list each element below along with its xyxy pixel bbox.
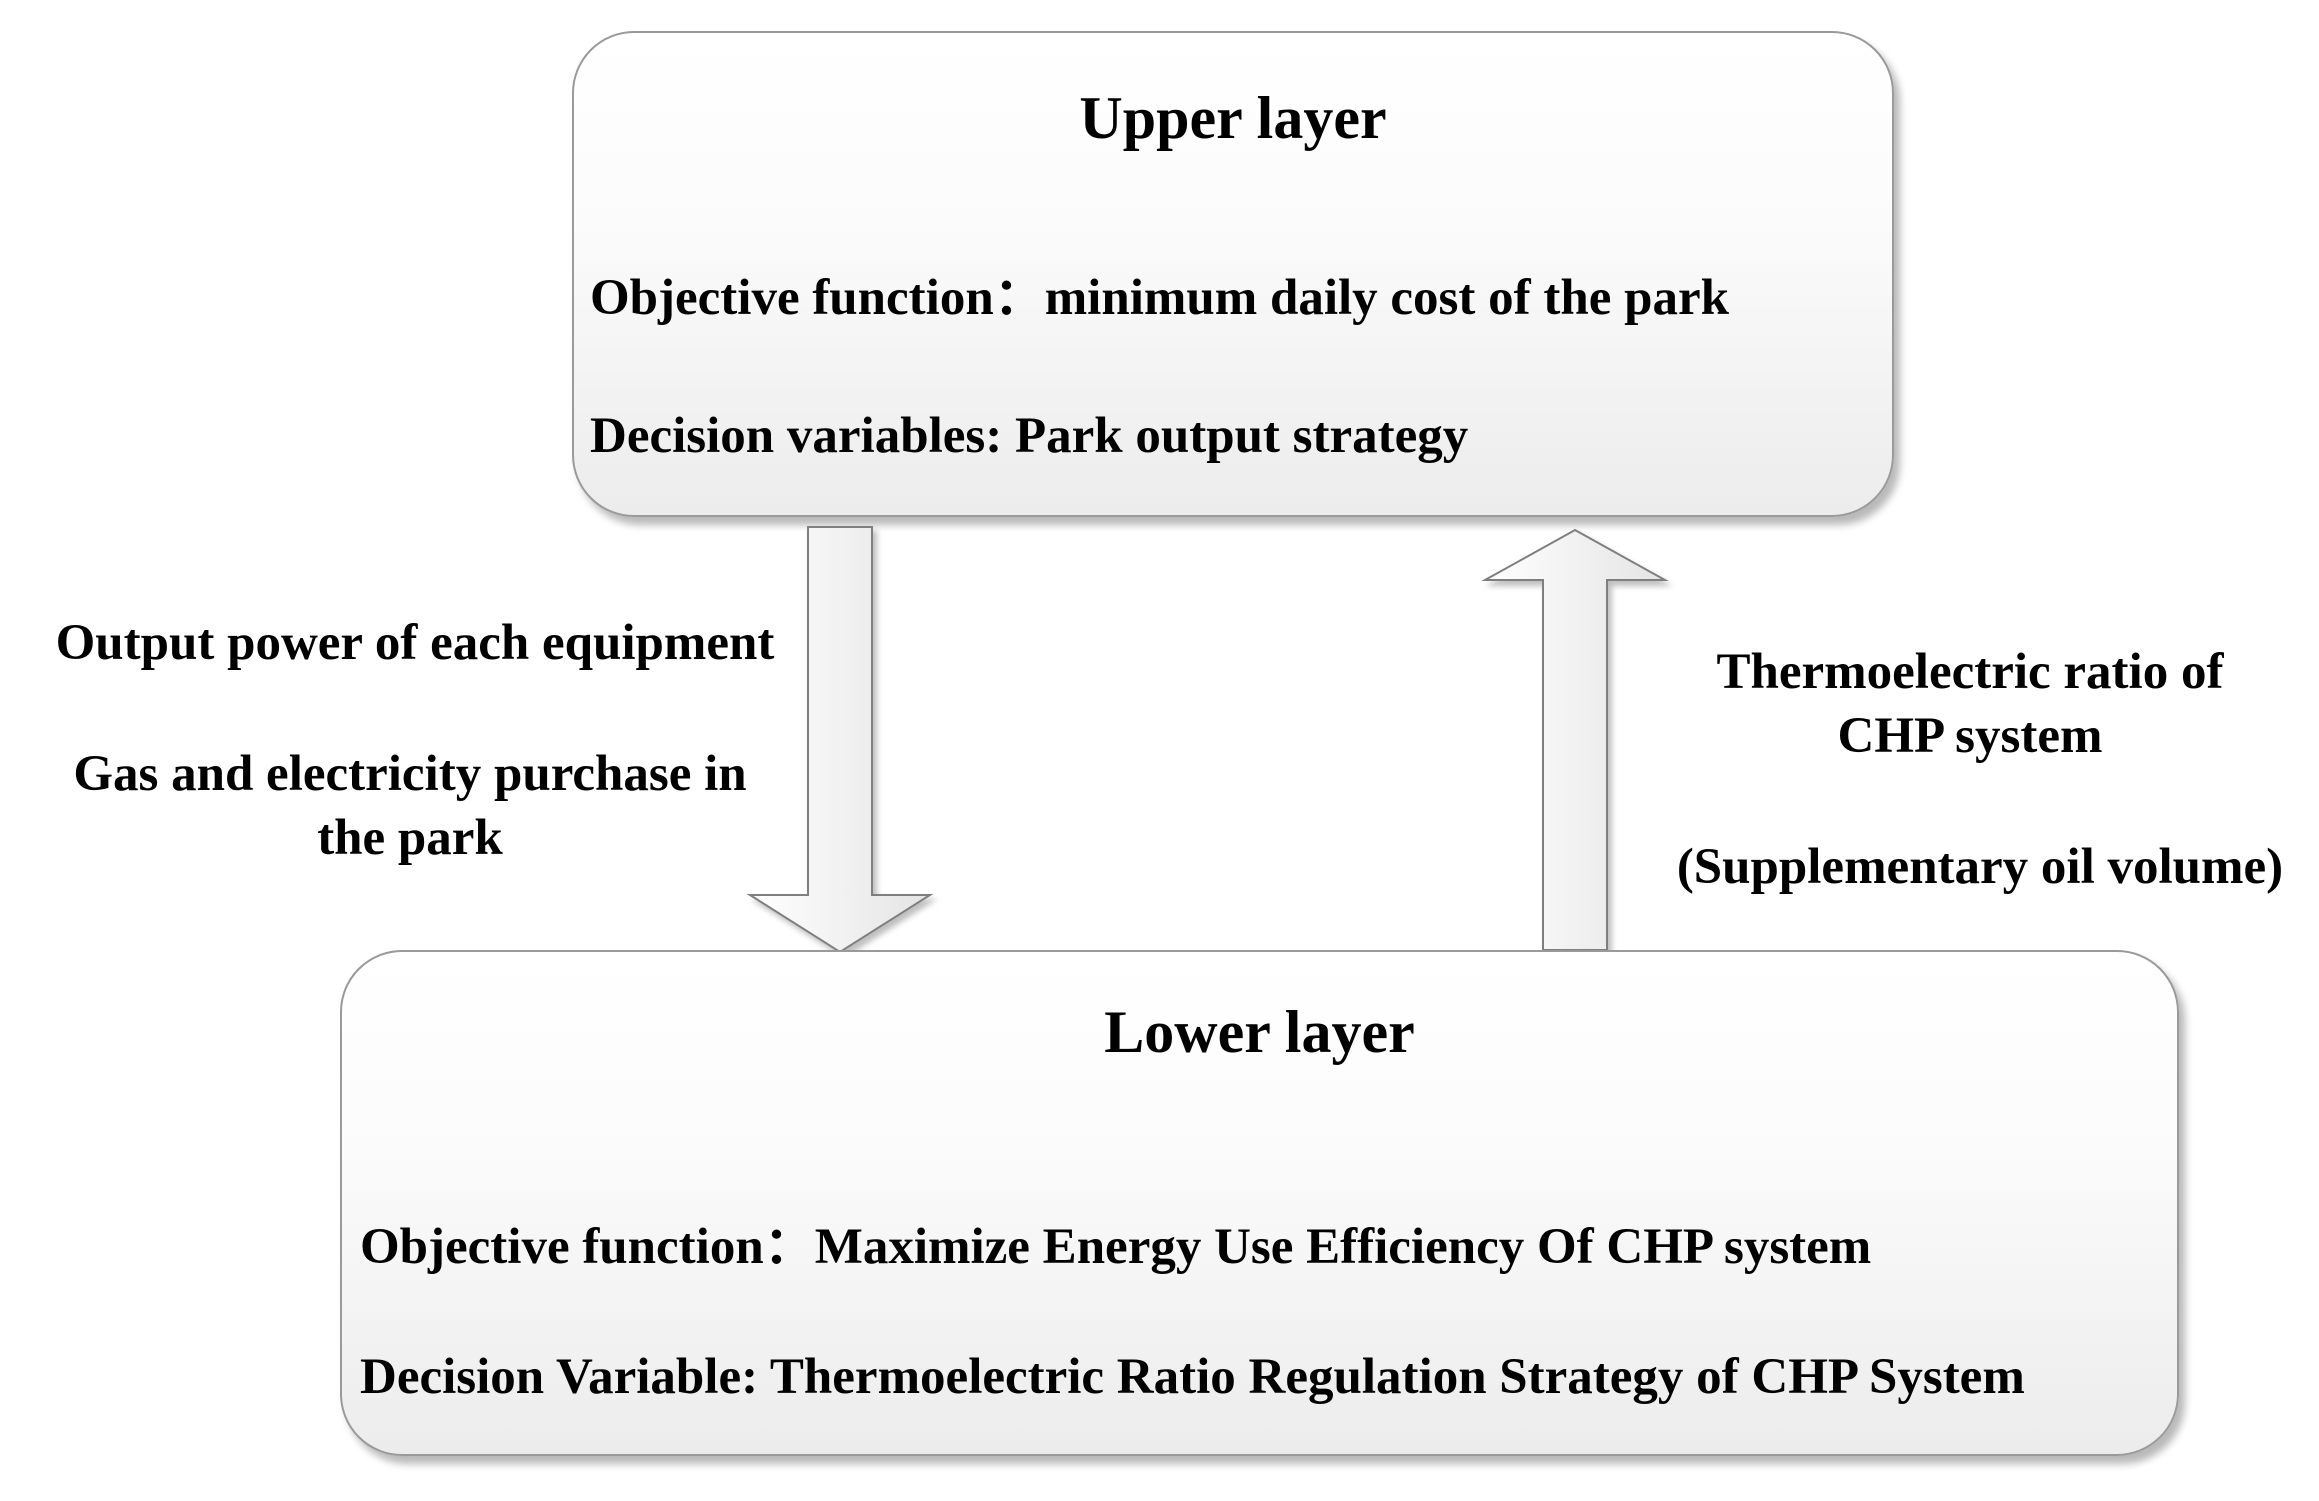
upper-layer-title: Upper layer	[1079, 85, 1387, 151]
downward-flow-label-power: Output power of each equipment	[55, 615, 775, 671]
down-arrow	[746, 526, 934, 954]
lower-layer-objective: Objective function：Maximize Energy Use E…	[360, 1219, 1872, 1275]
upper-layer-objective: Objective function：minimum daily cost of…	[590, 270, 1729, 326]
lower-layer-title: Lower layer	[1104, 999, 1415, 1065]
lower-layer-box: Lower layer Objective function：Maximize …	[340, 950, 2179, 1456]
down-arrow-shape	[746, 526, 934, 954]
lower-layer-decision: Decision Variable: Thermoelectric Ratio …	[360, 1349, 2025, 1405]
upper-layer-decision: Decision variables: Park output strategy	[590, 408, 1469, 464]
upward-flow-label-oil: (Supplementary oil volume)	[1676, 839, 2284, 895]
downward-flow-label-purchase: Gas and electricity purchase in the park	[73, 746, 747, 866]
upward-flow-label-ratio: Thermoelectric ratio of CHP system	[1716, 644, 2224, 764]
upper-layer-box: Upper layer Objective function：minimum d…	[572, 31, 1894, 517]
up-arrow-shape	[1481, 528, 1669, 951]
